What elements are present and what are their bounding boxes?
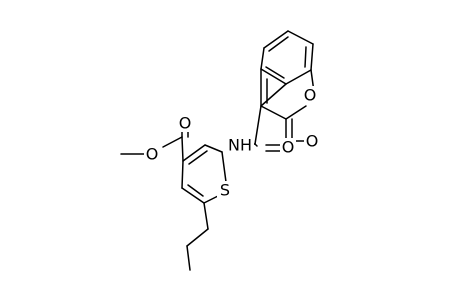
atom-label-amide-carbonyl-oxygen: O xyxy=(280,138,296,157)
thiophene-ring xyxy=(181,144,227,204)
atom-label-amide-nitrogen: NH xyxy=(226,136,254,155)
coumarin-pyranone-ring xyxy=(260,68,315,120)
atom-label-ring-oxygen: O xyxy=(302,86,318,105)
thiophene-sulfur-label: S xyxy=(220,181,230,200)
propyl-chain xyxy=(186,202,209,271)
atom-label-ester-carbonyl-oxygen: O xyxy=(177,114,193,133)
atom-label-thiophene-sulfur: S xyxy=(217,181,233,200)
coumarin-benzene-ring xyxy=(260,30,314,85)
amide-carbonyl-oxygen-label: O xyxy=(282,138,295,157)
ester-carbonyl-oxygen-label: O xyxy=(179,114,192,133)
lactone-carbonyl-oxygen-label: O xyxy=(306,132,319,151)
atom-label-lactone-oxygen: O xyxy=(304,132,320,151)
amide-nh-label: NH xyxy=(228,136,252,155)
atom-label-ester-oxygen: O xyxy=(144,145,160,164)
ester-oxygen-label: O xyxy=(146,145,159,164)
ring-oxygen-label: O xyxy=(304,86,317,105)
